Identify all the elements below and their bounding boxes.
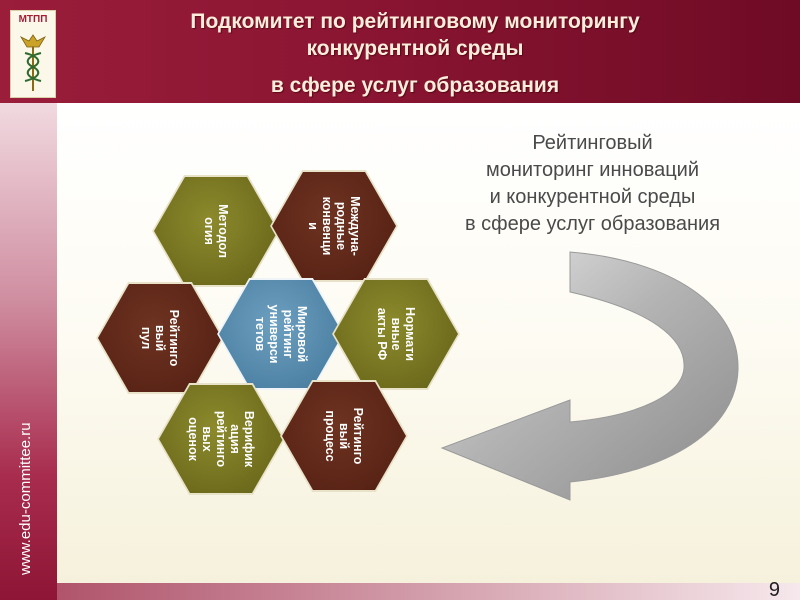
- subtitle-line-1: Рейтинговый: [532, 132, 653, 154]
- subtitle-line-2: мониторинг инноваций: [485, 159, 700, 181]
- curved-arrow-icon: [440, 251, 739, 501]
- footer-band: [57, 583, 800, 600]
- title-line-3: в сфере услуг образования: [270, 74, 560, 97]
- page-number: 9: [768, 579, 780, 601]
- caduceus-icon: [19, 34, 47, 91]
- subtitle-line-3: и конкурентной среды: [489, 186, 696, 208]
- hex-methodology-label: Методол огия: [202, 204, 230, 258]
- hex-world-rating-label: Мировой рейтинг универси тетов: [253, 304, 309, 364]
- header-band: [0, 0, 800, 103]
- sidebar-band: [0, 103, 57, 600]
- page-title: Подкомитет по рейтинговому мониторингу к…: [95, 8, 735, 99]
- site-url: www.edu-committee.ru: [17, 422, 34, 575]
- hex-verification-label: Верифик ация рейтинго вых оценок: [186, 410, 256, 468]
- logo: МТПП: [10, 10, 56, 98]
- hex-conventions: Междуна- родные конвенци и: [270, 170, 398, 282]
- logo-text: МТПП: [18, 14, 48, 25]
- subtitle-line-4: в сфере услуг образования: [464, 213, 721, 235]
- title-line-1: Подкомитет по рейтинговому мониторингу: [190, 10, 640, 33]
- hex-conventions-label: Междуна- родные конвенци и: [306, 196, 362, 256]
- hex-normative-acts-label: Нормати вные акты РФ: [375, 307, 417, 361]
- hex-rating-process-label: Рейтинго вый процесс: [323, 407, 365, 465]
- slide-subtitle: Рейтинговый мониторинг инноваций и конку…: [415, 130, 770, 238]
- hex-rating-process: Рейтинго вый процесс: [280, 380, 408, 492]
- title-line-2: конкурентной среды: [306, 37, 524, 60]
- hex-normative-acts: Нормати вные акты РФ: [332, 278, 460, 390]
- hex-rating-pool-label: Рейтинго вый пул: [139, 309, 181, 367]
